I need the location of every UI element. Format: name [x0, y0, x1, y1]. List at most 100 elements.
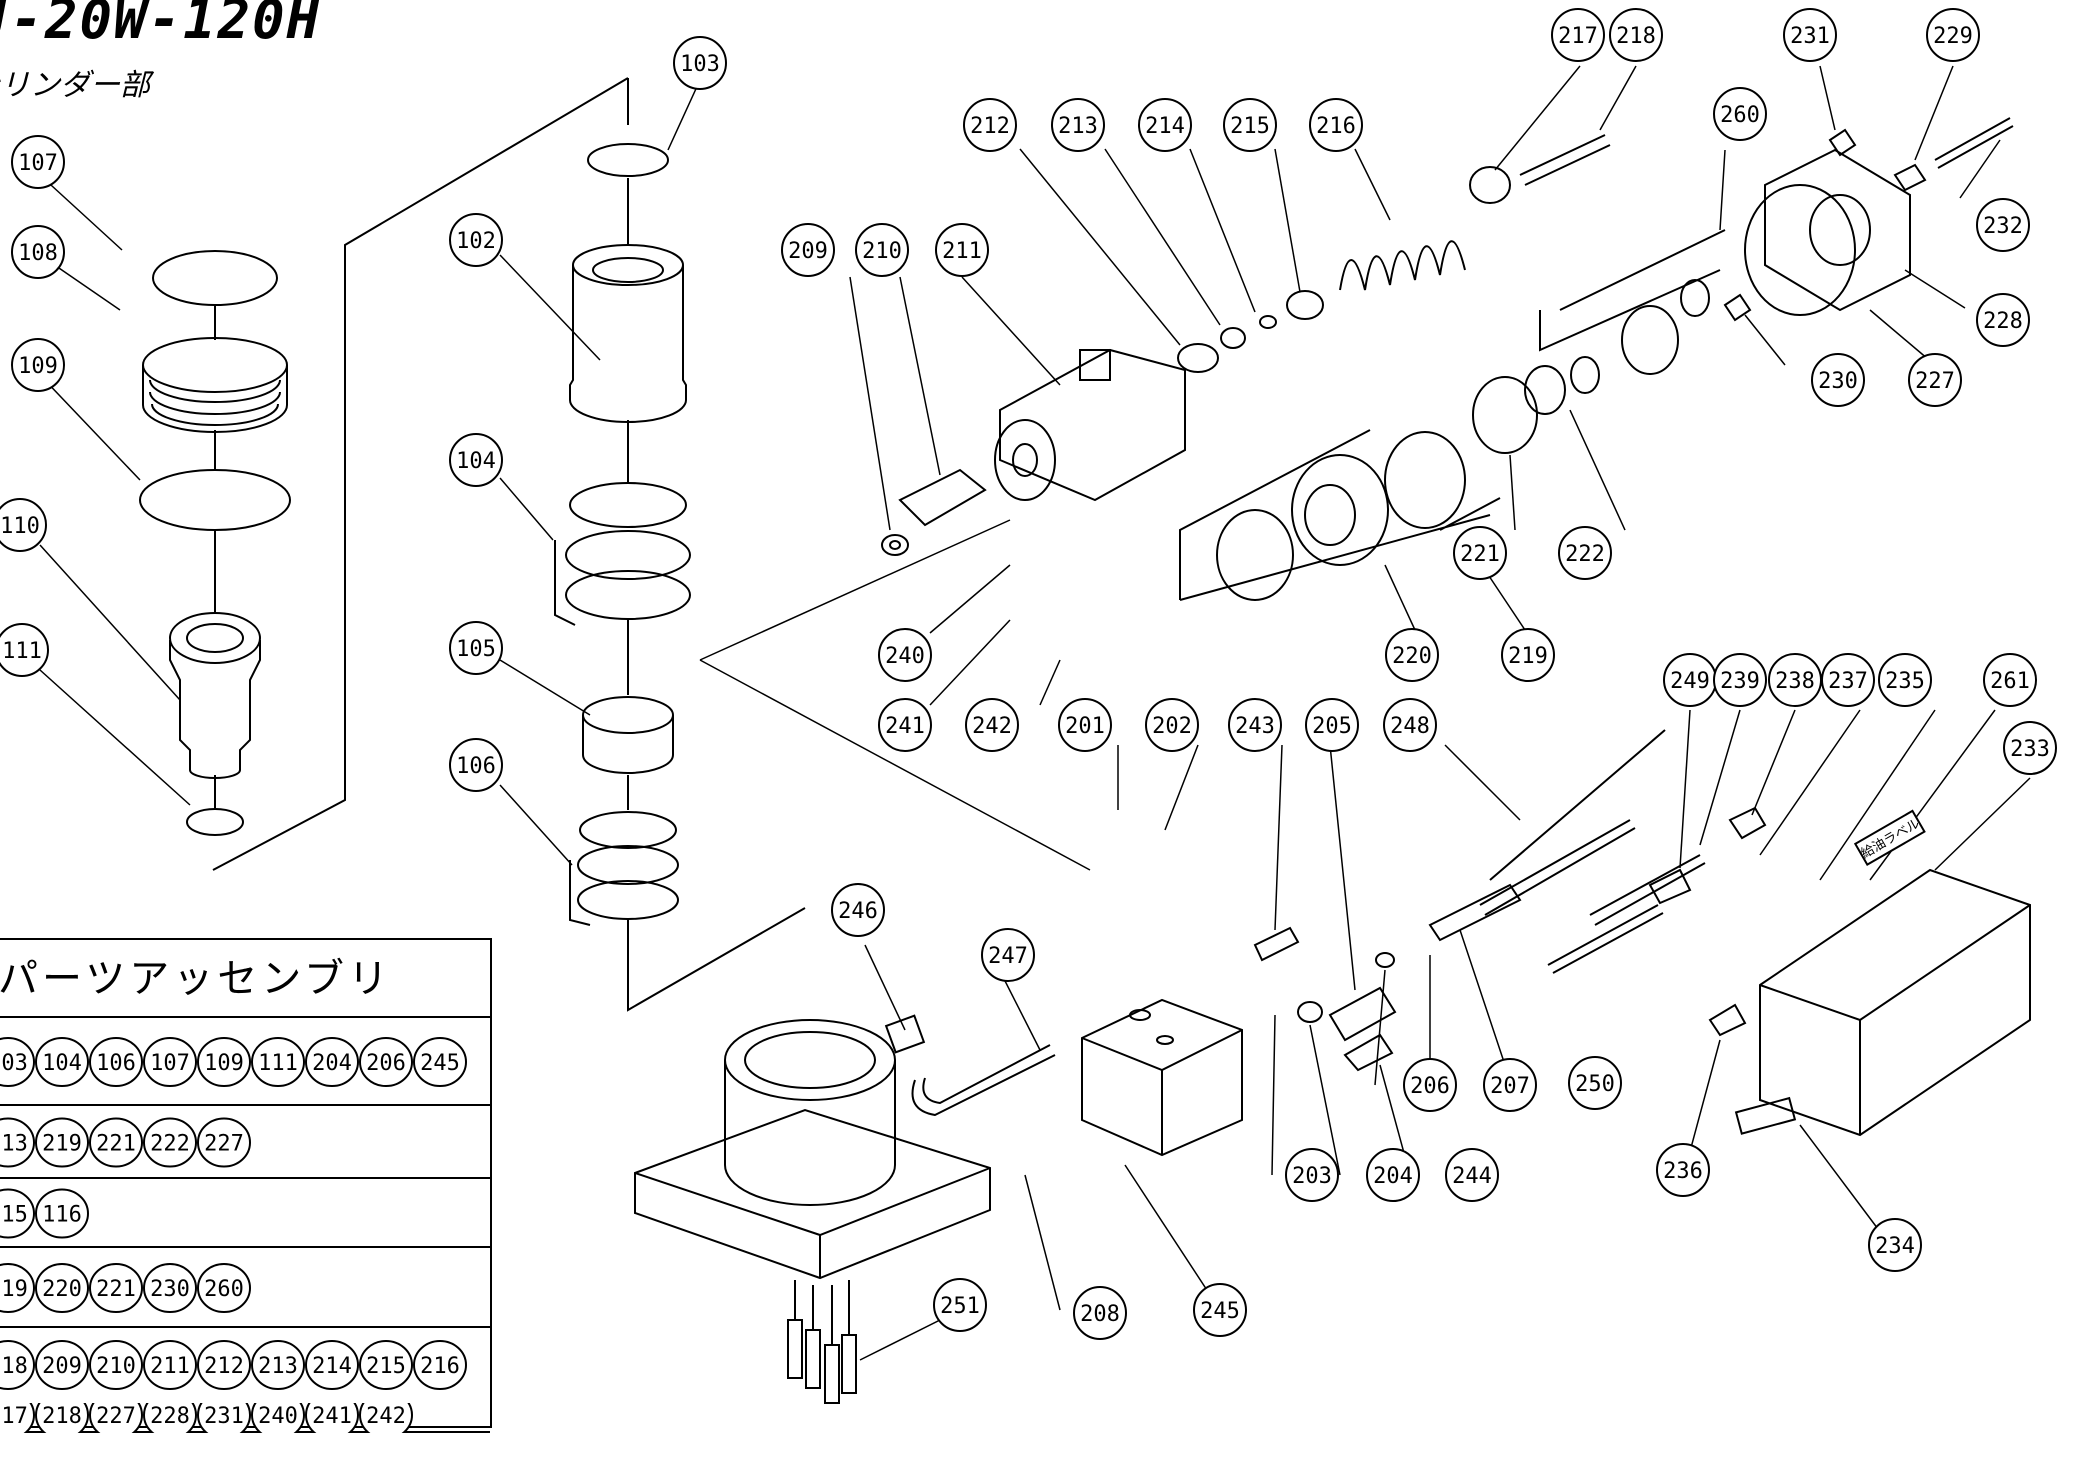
callout-number: 245 — [1200, 1299, 1240, 1324]
callout-number: 202 — [1152, 714, 1192, 739]
cover-228 — [1764, 148, 1911, 312]
callout-number: 210 — [862, 239, 902, 264]
callout-number: 212 — [970, 114, 1010, 139]
callout-number: 104 — [456, 449, 496, 474]
callout-number: 217 — [1558, 24, 1598, 49]
svg-text:220: 220 — [42, 1277, 82, 1302]
callout-210: 210 — [855, 223, 909, 277]
bracket-106 — [569, 860, 591, 926]
callout-number: 236 — [1663, 1159, 1703, 1184]
svg-text:242: 242 — [366, 1404, 406, 1429]
callout-238: 238 — [1768, 653, 1822, 707]
assembly-part-260: 260 — [197, 1263, 251, 1313]
nut-108-thread — [149, 379, 281, 426]
svg-text:109: 109 — [204, 1051, 244, 1076]
ring-219a — [1216, 509, 1294, 601]
callout-201: 201 — [1058, 698, 1112, 752]
callout-249: 249 — [1663, 653, 1717, 707]
assembly-part-209: 209 — [35, 1340, 89, 1390]
callout-207: 207 — [1483, 1058, 1537, 1112]
assembly-part-227: 227 — [89, 1403, 143, 1433]
bracket-219 — [1179, 429, 1501, 601]
assembly-part-103: 103 — [0, 1037, 35, 1087]
callout-217: 217 — [1551, 8, 1605, 62]
svg-text:245: 245 — [420, 1051, 460, 1076]
svg-text:213: 213 — [0, 1132, 28, 1157]
svg-text:213: 213 — [258, 1354, 298, 1379]
page-title: J-20W-120H — [0, 0, 322, 51]
assembly-part-240: 240 — [251, 1403, 305, 1433]
callout-214: 214 — [1138, 98, 1192, 152]
callout-number: 227 — [1915, 369, 1955, 394]
exploded-parts-diagram: J-20W-120H シリンダー部 — [0, 0, 2057, 1433]
callout-number: 201 — [1065, 714, 1105, 739]
assembly-part-221: 221 — [89, 1263, 143, 1313]
ring-104c — [565, 570, 691, 620]
callout-number: 103 — [680, 52, 720, 77]
assembly-table-header: パーツアッセンブリ — [0, 940, 490, 1018]
ring-106c — [577, 880, 679, 920]
cylinder-102-body — [569, 265, 687, 423]
callout-number: 228 — [1983, 309, 2023, 334]
callout-219: 219 — [1501, 628, 1555, 682]
assembly-part-241: 241 — [305, 1403, 359, 1433]
callout-number: 238 — [1775, 669, 1815, 694]
callout-251: 251 — [933, 1278, 987, 1332]
callout-number: 219 — [1508, 644, 1548, 669]
callout-243: 243 — [1228, 698, 1282, 752]
fitting-229 — [1893, 163, 1927, 192]
cylinder-housing-body — [724, 1060, 896, 1206]
callout-237: 237 — [1821, 653, 1875, 707]
head-110-body — [169, 640, 261, 779]
assembly-row: 103104106107109111204206245 — [0, 1018, 490, 1106]
callout-216: 216 — [1309, 98, 1363, 152]
assembly-part-213: 213 — [251, 1340, 305, 1390]
assembly-part-231: 231 — [197, 1403, 251, 1433]
assembly-part-218: 218 — [0, 1340, 35, 1390]
assembly-part-106: 106 — [89, 1037, 143, 1087]
tube-232 — [1934, 117, 2014, 169]
svg-text:209: 209 — [42, 1354, 82, 1379]
svg-text:217: 217 — [0, 1404, 28, 1429]
fitting-239 — [1648, 868, 1692, 905]
fitting-205 — [1328, 986, 1397, 1042]
callout-206: 206 — [1403, 1058, 1457, 1112]
callout-203: 203 — [1285, 1148, 1339, 1202]
oring-204 — [1297, 1001, 1323, 1023]
oring-109 — [139, 469, 291, 531]
callout-250: 250 — [1568, 1056, 1622, 1110]
callout-number: 237 — [1828, 669, 1868, 694]
bolt-230 — [1723, 293, 1752, 322]
callout-242: 242 — [965, 698, 1019, 752]
callout-104: 104 — [449, 433, 503, 487]
callout-260: 260 — [1713, 87, 1767, 141]
assembly-part-109: 109 — [197, 1037, 251, 1087]
tube-248 — [1479, 819, 1636, 916]
assembly-part-215: 215 — [359, 1340, 413, 1390]
callout-number: 203 — [1292, 1164, 1332, 1189]
callout-111: 111 — [0, 623, 49, 677]
nut-108-top — [142, 337, 288, 393]
callout-229: 229 — [1926, 8, 1980, 62]
assembly-part-204: 204 — [305, 1037, 359, 1087]
frame-line-left — [212, 77, 629, 871]
plate-221 — [1472, 376, 1538, 454]
svg-text:241: 241 — [312, 1404, 352, 1429]
callout-248: 248 — [1383, 698, 1437, 752]
bracket-234 — [1734, 1096, 1797, 1135]
callout-215: 215 — [1223, 98, 1277, 152]
callout-244: 244 — [1445, 1148, 1499, 1202]
svg-text:210: 210 — [96, 1354, 136, 1379]
ring-219b — [1384, 431, 1466, 529]
callout-245: 245 — [1193, 1283, 1247, 1337]
callout-number: 109 — [18, 354, 58, 379]
callout-number: 231 — [1790, 24, 1830, 49]
assembly-part-206: 206 — [359, 1037, 413, 1087]
callout-number: 239 — [1720, 669, 1760, 694]
callout-239: 239 — [1713, 653, 1767, 707]
base-plate — [634, 1108, 991, 1280]
svg-text:212: 212 — [204, 1354, 244, 1379]
callout-number: 240 — [885, 644, 925, 669]
oil-label-sticker: 給油ラベル — [1853, 809, 1926, 867]
